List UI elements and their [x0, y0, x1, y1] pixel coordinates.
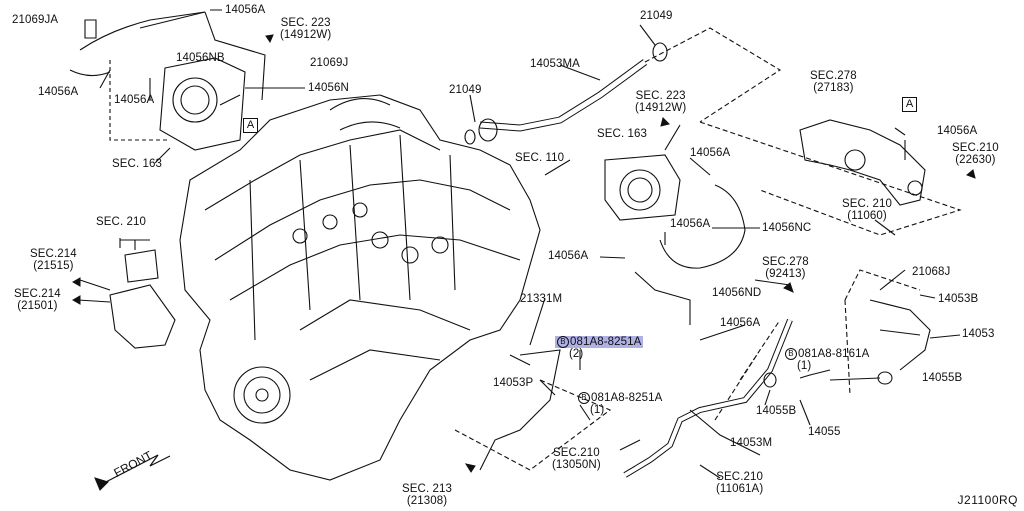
sec278-mid-sub: (92413) — [765, 268, 806, 280]
sec210-low-sub: (13050N) — [552, 459, 601, 471]
sec223-mid-text: SEC. 223 — [635, 90, 686, 102]
label-14056A-m3: 14056A — [548, 250, 589, 262]
label-21331M: 21331M — [520, 293, 563, 305]
bolt-c-qty: (1) — [590, 404, 605, 416]
label-sec278-top: SEC.278 (27183) — [810, 70, 857, 94]
label-sec213: SEC. 213 (21308) — [402, 483, 452, 507]
label-14056ND: 14056ND — [712, 287, 762, 299]
sec223-top-sub: (14912W) — [280, 29, 332, 41]
label-sec278-mid: SEC.278 (92413) — [762, 256, 809, 280]
label-21049-mid: 21049 — [449, 84, 482, 96]
bolt-hl-number: 081A8-8251A — [570, 336, 642, 348]
sec223-mid-sub: (14912W) — [635, 102, 687, 114]
label-14055B-r: 14055B — [922, 372, 963, 384]
label-sec214-b: SEC.214 (21501) — [14, 288, 61, 312]
label-21068J: 21068J — [912, 266, 951, 278]
label-sec223-top: SEC. 223 (14912W) — [280, 17, 331, 41]
sec214-b-text: SEC.214 — [14, 288, 61, 300]
label-sec210-left: SEC. 210 — [96, 216, 147, 228]
sec210-br-sub: (11061A) — [716, 483, 764, 495]
coolant-manifold — [799, 119, 926, 206]
thermostat-housing — [109, 284, 176, 349]
label-sec163-left: SEC. 163 — [112, 158, 163, 170]
b-circle-icon: B — [578, 392, 590, 404]
ref-box-a-left: A — [243, 118, 258, 133]
label-sec214-a: SEC.214 (21515) — [30, 248, 77, 272]
bolt-c-number: 081A8-8251A — [591, 392, 663, 404]
label-14053: 14053 — [962, 328, 995, 340]
sec210-m-text: SEC. 210 — [842, 198, 893, 210]
label-sec210-r: SEC.210 (22630) — [952, 142, 999, 166]
throttle-body-mid — [604, 154, 681, 221]
label-21069JA: 21069JA — [12, 14, 59, 26]
label-sec110: SEC. 110 — [515, 152, 565, 164]
bolt-b-qty: (1) — [797, 360, 812, 372]
sec214-b-sub: (21501) — [17, 300, 58, 312]
sec278-top-sub: (27183) — [813, 82, 854, 94]
label-14056A-r: 14056A — [937, 125, 978, 137]
label-14053MA: 14053MA — [530, 58, 580, 70]
label-14053P: 14053P — [493, 377, 534, 389]
label-14055: 14055 — [808, 426, 841, 438]
sec210-r-text: SEC.210 — [952, 142, 999, 154]
label-sec210-low: SEC.210 (13050N) — [552, 447, 601, 471]
drawing-code: J21100RQ — [957, 493, 1018, 507]
label-sec223-mid: SEC. 223 (14912W) — [635, 90, 686, 114]
label-14055B-m: 14055B — [756, 405, 797, 417]
label-14056A-top: 14056A — [225, 4, 266, 16]
label-14053B: 14053B — [938, 293, 979, 305]
label-sec210-br: SEC.210 (11061A) — [716, 471, 763, 495]
b-circle-icon: B — [557, 336, 569, 348]
engine-block — [179, 94, 541, 481]
sec214-a-text: SEC.214 — [30, 248, 77, 260]
sec210-low-text: SEC.210 — [553, 447, 600, 459]
ref-box-a-right: A — [902, 97, 917, 112]
sec210-br-text: SEC.210 — [716, 471, 763, 483]
label-14053M: 14053M — [730, 437, 773, 449]
label-sec163-mid: SEC. 163 — [597, 128, 648, 140]
sec223-top-text: SEC. 223 — [280, 17, 331, 29]
label-21069J: 21069J — [310, 57, 349, 69]
label-14056NB: 14056NB — [176, 52, 225, 64]
throttle-body-left — [159, 57, 246, 151]
sec213-text: SEC. 213 — [402, 483, 453, 495]
label-14056NC: 14056NC — [762, 222, 812, 234]
label-21049-top: 21049 — [640, 10, 673, 22]
sec278-top-text: SEC.278 — [810, 70, 857, 82]
sec210-m-sub: (11060) — [847, 210, 887, 222]
label-14056A-low: 14056A — [720, 317, 761, 329]
sec278-mid-text: SEC.278 — [762, 256, 809, 268]
sec210-r-sub: (22630) — [955, 154, 996, 166]
label-sec210-m: SEC. 210 (11060) — [842, 198, 892, 222]
label-14056A-m1: 14056A — [690, 147, 731, 159]
bolt-hl-qty: (2) — [569, 348, 584, 360]
label-14056A-l1: 14056A — [38, 86, 79, 98]
bolt-b-number: 081A8-8161A — [798, 348, 870, 360]
label-14056A-l2: 14056A — [114, 94, 155, 106]
label-14056N: 14056N — [308, 82, 349, 94]
label-14056A-m2: 14056A — [670, 218, 711, 230]
sec214-a-sub: (21515) — [33, 260, 74, 272]
b-circle-icon: B — [785, 348, 797, 360]
sec213-sub: (21308) — [406, 495, 448, 507]
